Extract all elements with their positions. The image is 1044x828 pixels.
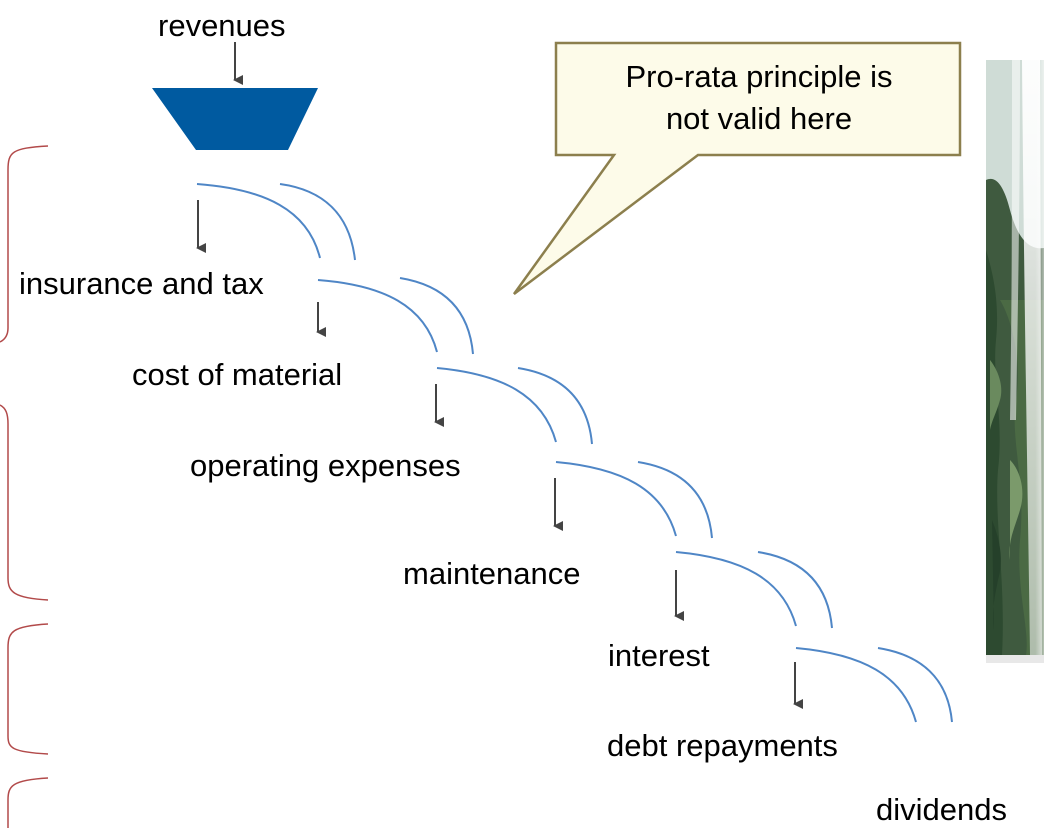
flow-arc — [795, 647, 917, 723]
label-insurance-and-tax: insurance and tax — [19, 266, 264, 301]
flow-arc — [877, 647, 953, 723]
callout-bubble — [512, 41, 962, 295]
flow-arc — [279, 183, 356, 261]
flow-arc — [399, 277, 474, 355]
brace-group — [0, 145, 49, 828]
flow-arc — [757, 551, 833, 629]
callout-line-1: Pro-rata principle is — [625, 59, 892, 94]
label-maintenance: maintenance — [403, 556, 581, 591]
flow-arc — [675, 551, 797, 627]
label-interest: interest — [608, 638, 710, 673]
flow-arrows — [196, 42, 803, 709]
brace-2 — [0, 404, 49, 601]
label-cost-of-material: cost of material — [132, 357, 342, 392]
flow-arc — [517, 367, 593, 445]
brace-1 — [0, 145, 49, 343]
stage-labels: revenues insurance and tax cost of mater… — [19, 8, 1007, 827]
waterfall-photo — [986, 60, 1044, 663]
callout-line-2: not valid here — [666, 101, 852, 136]
label-operating-expenses: operating expenses — [190, 448, 461, 483]
label-debt-repayments: debt repayments — [607, 728, 838, 763]
flow-arc — [637, 461, 713, 539]
flow-arc — [555, 461, 677, 537]
brace-4 — [7, 777, 49, 828]
callout: Pro-rata principle is not valid here — [512, 41, 962, 295]
flow-arc — [196, 183, 321, 259]
revenue-funnel — [152, 88, 318, 150]
label-revenues: revenues — [158, 8, 286, 43]
flow-arc — [436, 367, 557, 443]
flow-arc — [317, 279, 438, 353]
brace-3 — [7, 623, 49, 755]
flow-arcs — [196, 183, 953, 723]
label-dividends: dividends — [876, 792, 1007, 827]
